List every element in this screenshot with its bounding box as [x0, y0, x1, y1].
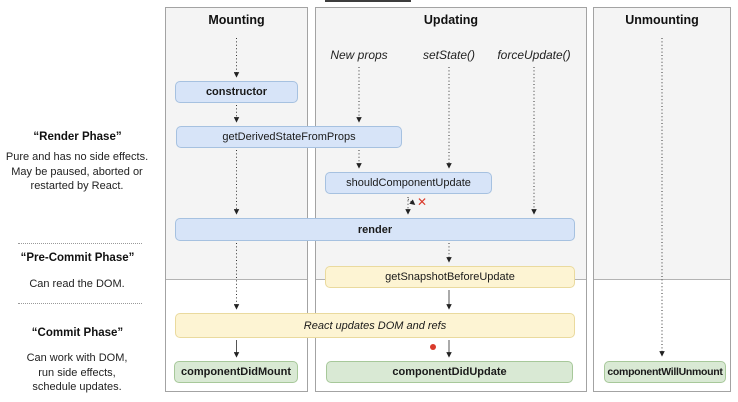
pre-commit-phase-title: “Pre-Commit Phase” [20, 252, 135, 264]
top-edge-artifact [325, 0, 411, 2]
node-constructor[interactable]: constructor [175, 81, 298, 103]
unmounting-render-phase-zone [594, 8, 730, 280]
node-getsnapshotbeforeupdate[interactable]: getSnapshotBeforeUpdate [325, 266, 575, 288]
pre-commit-phase-desc: Can read the DOM. [29, 278, 125, 290]
column-title-updating: Updating [423, 13, 479, 27]
column-title-unmounting: Unmounting [625, 13, 699, 27]
phase-divider-1 [18, 243, 142, 244]
commit-phase-desc: Can work with DOM, run side effects, sch… [26, 352, 128, 393]
node-componentdidupdate[interactable]: componentDidUpdate [326, 361, 573, 383]
render-phase-title: “Render Phase” [33, 131, 122, 143]
trigger-force-update: forceUpdate() [497, 48, 571, 62]
column-title-mounting: Mounting [208, 13, 265, 27]
node-shouldcomponentupdate[interactable]: shouldComponentUpdate [325, 172, 492, 194]
column-unmounting-panel [593, 7, 731, 392]
stop-x-icon: ✕ [417, 195, 428, 209]
commit-phase-title: “Commit Phase” [31, 327, 124, 339]
render-phase-desc: Pure and has no side effects. May be pau… [5, 151, 149, 192]
phase-divider-2 [18, 303, 142, 304]
red-dot-icon [430, 344, 436, 350]
node-getderivedstatefromprops[interactable]: getDerivedStateFromProps [176, 126, 402, 148]
trigger-new-props: New props [330, 48, 388, 62]
node-componentwillunmount[interactable]: componentWillUnmount [604, 361, 726, 383]
node-render[interactable]: render [175, 218, 575, 241]
node-componentdidmount[interactable]: componentDidMount [174, 361, 298, 383]
trigger-set-state: setState() [422, 48, 476, 62]
node-react-updates-dom: React updates DOM and refs [175, 313, 575, 338]
